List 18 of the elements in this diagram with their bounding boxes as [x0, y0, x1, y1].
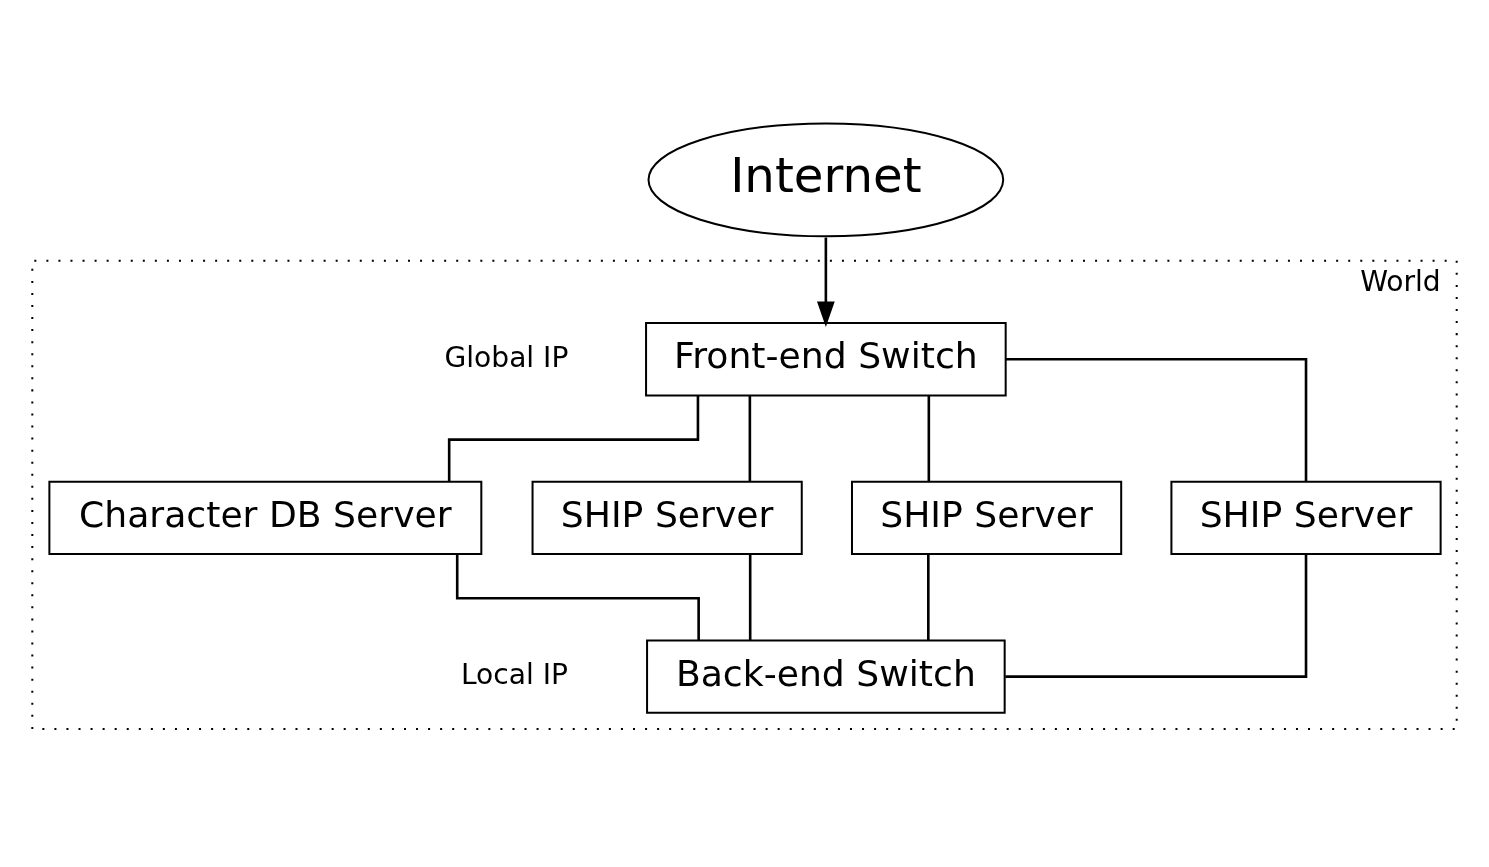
connector — [1006, 357, 1308, 481]
arrow — [817, 237, 835, 327]
connector — [455, 553, 700, 640]
node-box: Back-end Switch — [646, 639, 1006, 714]
connector — [927, 395, 931, 481]
node-box: SHIP Server — [850, 480, 1123, 555]
connector — [447, 395, 700, 481]
connector — [748, 554, 752, 640]
connector — [927, 554, 930, 640]
node-ellipse: Internet — [647, 121, 1005, 237]
node-box: Character DB Server — [48, 480, 483, 555]
connector — [1005, 554, 1308, 678]
label: Global IP — [444, 340, 569, 374]
connector — [748, 395, 752, 481]
label: Local IP — [460, 657, 568, 691]
node-box: SHIP Server — [1170, 480, 1442, 555]
node-box: SHIP Server — [531, 480, 803, 555]
node-box: Front-end Switch — [645, 321, 1007, 396]
